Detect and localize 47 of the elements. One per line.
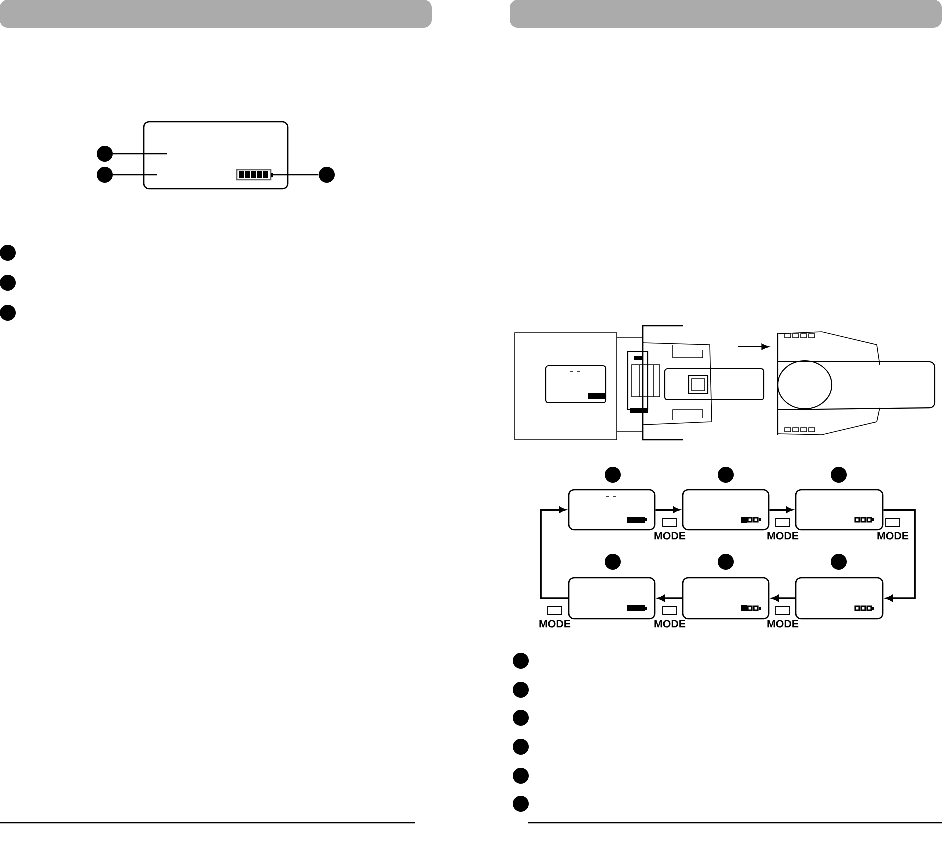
battery-icon [236, 169, 273, 181]
arrow [772, 595, 796, 602]
callout-number [831, 554, 847, 570]
arrow [770, 506, 793, 514]
callout-number [513, 796, 529, 812]
callout-number [513, 710, 529, 726]
node-label: MODE [768, 532, 799, 540]
leader-line [113, 153, 167, 155]
mode-button: MODE [768, 518, 799, 540]
display-box [682, 489, 770, 531]
node-label: MODE [878, 532, 909, 540]
display-box [568, 489, 656, 531]
display-box [568, 577, 656, 620]
node-label: MODE [654, 532, 686, 540]
callout-number [319, 167, 335, 183]
arrow [884, 509, 916, 602]
arrow [658, 595, 682, 602]
arrow [656, 506, 680, 514]
callout-number [831, 467, 847, 483]
callout-number [513, 768, 529, 784]
node-label: MODE [768, 620, 799, 628]
mode-button: MODE [654, 606, 686, 628]
leader-line [272, 174, 319, 176]
callout-number [605, 467, 621, 483]
callout-number [97, 146, 113, 162]
display-box [795, 577, 884, 620]
callout-number [513, 682, 529, 698]
callout-number [513, 739, 529, 755]
callout-number [718, 554, 734, 570]
callout-number [718, 467, 734, 483]
callout-number [0, 245, 16, 261]
callout-number [97, 167, 113, 183]
leader-line [113, 174, 157, 176]
node-label: MODE [540, 620, 571, 628]
callout-number [605, 554, 621, 570]
mode-button: MODE [540, 606, 571, 628]
mode-button: MODE [654, 518, 686, 540]
callout-number [0, 305, 16, 321]
arrow [540, 506, 568, 600]
node-label: MODE [654, 620, 686, 628]
display-box [795, 489, 884, 531]
mode-button: MODE [768, 606, 799, 628]
callout-number [513, 653, 529, 669]
display-box [682, 577, 770, 620]
callout-number [0, 275, 16, 291]
mode-button: MODE [878, 518, 909, 540]
display-box [143, 121, 289, 190]
